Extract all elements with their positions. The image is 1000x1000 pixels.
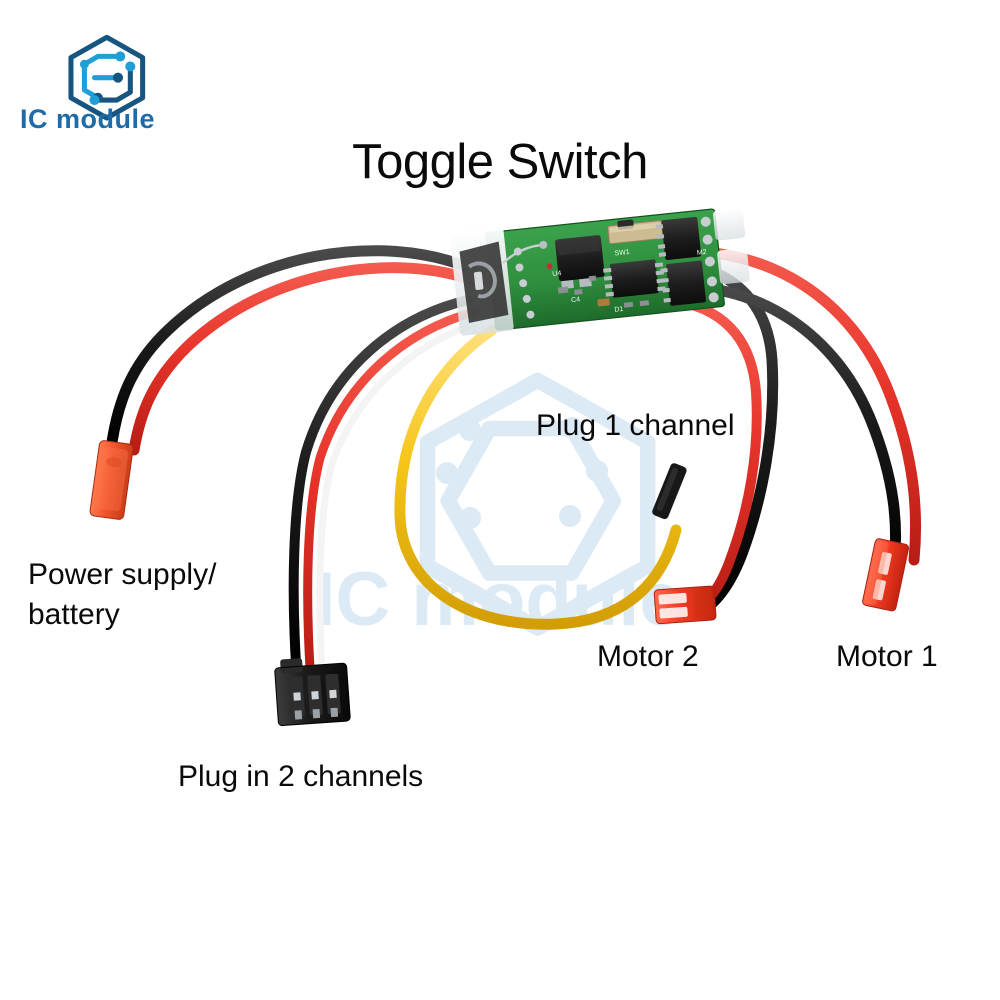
pcb-module: SW1 M2 [449,208,750,336]
pcb-diode-label: D1 [614,306,624,314]
page-title: Toggle Switch [352,135,648,189]
callout-motor-2: Motor 2 [597,640,699,673]
watermark: IC module [314,372,682,642]
wire-motor1-pair [666,246,922,572]
brand-name: IC module [20,104,156,134]
signal-wire-tip[interactable] [651,462,688,520]
pcb-ic-soic [609,259,659,298]
pcb-driver-ic-2 [666,260,706,306]
pcb-ic-pins [603,262,666,297]
pcb-driver-ic-1 [661,216,702,260]
wire-signal-yellow [394,324,682,630]
pcb-heatshrink-left [449,225,514,336]
servo-3pin-connector[interactable] [274,655,351,727]
callout-motor-1: Motor 1 [836,640,938,673]
wire-motor2-pair [662,256,779,620]
pcb-ic-label: U4 [552,270,562,278]
pcb-output-pads [700,216,719,303]
watermark-text: IC module [314,557,681,642]
pcb-switch-label: SW1 [614,249,630,258]
pcb-motor2-label: M2 [697,249,708,257]
wire-servo-bundle [288,295,484,674]
servo-pin-channels [289,673,341,720]
pcb-passives [513,247,650,319]
motor1-jst-connector[interactable] [862,538,910,612]
power-jst-connector[interactable] [89,440,134,520]
watermark-nodes [436,417,608,529]
brand-logo-icon [68,34,146,121]
wire-power-pair [106,245,484,456]
pcb-slide-switch[interactable] [607,216,664,245]
pcb-cap-label: C4 [571,296,581,304]
callout-plug-2-channels: Plug in 2 channels [178,760,424,793]
callout-power-supply: Power supply/ battery [28,558,217,631]
motor2-jst-connector[interactable] [653,585,717,625]
pcb-jumper-wire [502,243,542,265]
pcb-heatshrink-right [713,208,750,285]
callout-plug-1-channel: Plug 1 channel [536,409,735,442]
